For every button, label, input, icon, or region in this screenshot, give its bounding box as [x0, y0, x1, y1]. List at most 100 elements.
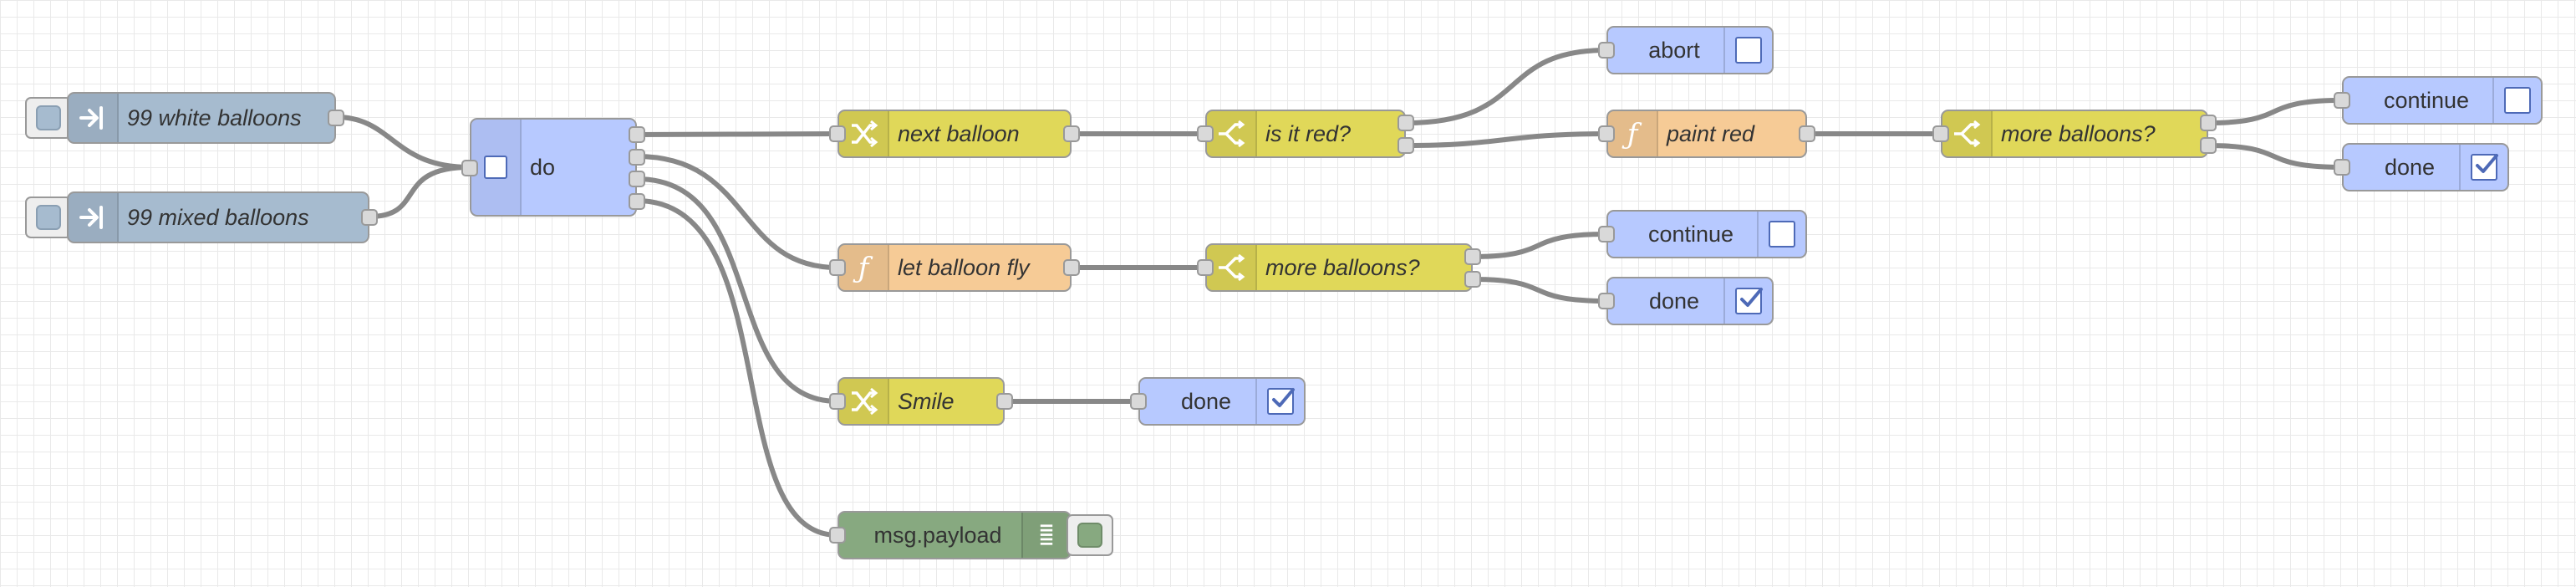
switch-icon	[1207, 111, 1257, 156]
output-port[interactable]	[1063, 259, 1080, 276]
node-label: done	[2384, 154, 2436, 180]
input-port[interactable]	[1598, 293, 1615, 309]
wire-is-it-red-to-abort[interactable]	[1403, 48, 1609, 125]
link-node-continue-top[interactable]: continue	[2334, 76, 2543, 125]
wire-more-balloons-top-to-continue[interactable]	[2206, 98, 2344, 125]
wire-inject-white-to-do[interactable]	[333, 115, 472, 170]
input-port[interactable]	[2334, 92, 2350, 109]
wire-do-to-smile[interactable]	[634, 176, 840, 404]
output-port-3[interactable]	[629, 171, 645, 187]
node-label: msg.payload	[873, 522, 1002, 548]
wire-is-it-red-to-paint-red[interactable]	[1403, 131, 1609, 148]
node-label: abort	[1648, 37, 1700, 63]
empty-checkbox-icon	[1723, 28, 1772, 73]
inject-trigger-button[interactable]	[25, 97, 72, 139]
inject-node-white-balloons[interactable]: 99 white balloons	[67, 92, 344, 144]
output-port-2[interactable]	[629, 149, 645, 166]
function-node-paint-red[interactable]: ƒ paint red	[1598, 110, 1815, 158]
empty-checkbox-icon	[2492, 78, 2541, 123]
switch-node-is-it-red[interactable]: is it red?	[1197, 110, 1414, 158]
input-port[interactable]	[829, 125, 846, 142]
link-node-continue-mid[interactable]: continue	[1598, 210, 1807, 258]
debug-node-msg-payload[interactable]: msg.payload	[829, 511, 1072, 559]
switch-icon	[1942, 111, 1993, 156]
output-port[interactable]	[361, 209, 378, 226]
link-node-done-top[interactable]: done	[2334, 143, 2509, 191]
wire-inject-mixed-to-do[interactable]	[367, 165, 472, 219]
node-label: done	[1180, 388, 1232, 414]
output-port-2[interactable]	[1397, 137, 1414, 154]
svg-text:ƒ: ƒ	[853, 252, 873, 284]
node-label: 99 white balloons	[127, 105, 302, 130]
arrow-in-icon	[69, 193, 119, 242]
link-node-abort[interactable]: abort	[1598, 26, 1774, 74]
node-label: let balloon fly	[898, 254, 1030, 280]
shuffle-icon	[839, 379, 889, 424]
inject-node-mixed-balloons[interactable]: 99 mixed balloons	[67, 191, 378, 243]
node-label: do	[530, 154, 556, 180]
output-port[interactable]	[328, 110, 344, 126]
wire-more-balloons-top-to-done[interactable]	[2206, 143, 2344, 170]
empty-checkbox-icon	[1757, 212, 1805, 257]
output-port[interactable]	[996, 393, 1013, 410]
wire-do-to-next-balloon[interactable]	[634, 131, 840, 137]
link-node-done-mid[interactable]: done	[1598, 277, 1774, 325]
output-port[interactable]	[1063, 125, 1080, 142]
switch-node-more-balloons-top[interactable]: more balloons?	[1932, 110, 2217, 158]
inject-trigger-button[interactable]	[25, 197, 72, 238]
node-label: done	[1648, 288, 1700, 314]
link-node-do[interactable]: do	[461, 118, 645, 217]
function-icon: ƒ	[1608, 111, 1658, 156]
debug-toggle-button[interactable]	[1067, 514, 1113, 556]
output-port-2[interactable]	[2200, 137, 2217, 154]
link-node-done-smile[interactable]: done	[1130, 377, 1306, 426]
node-label: is it red?	[1265, 120, 1352, 146]
output-port-4[interactable]	[629, 193, 645, 210]
node-label: continue	[2383, 87, 2470, 113]
debug-button-dot	[1077, 523, 1102, 548]
input-port[interactable]	[829, 393, 846, 410]
checked-checkbox-icon	[1723, 278, 1772, 324]
input-port[interactable]	[1197, 259, 1214, 276]
node-label: paint red	[1667, 120, 1755, 146]
output-port-2[interactable]	[1464, 271, 1481, 288]
function-icon: ƒ	[839, 245, 889, 290]
node-label: continue	[1647, 221, 1734, 247]
input-port[interactable]	[2334, 159, 2350, 176]
output-port[interactable]	[1799, 125, 1815, 142]
arrow-in-icon	[69, 94, 119, 142]
wire-more-balloons-mid-to-done[interactable]	[1470, 277, 1609, 304]
node-label: Smile	[898, 388, 955, 414]
switch-node-more-balloons-mid[interactable]: more balloons?	[1197, 243, 1481, 292]
wire-do-to-debug[interactable]	[634, 198, 840, 538]
output-port-1[interactable]	[1464, 248, 1481, 265]
shuffle-icon	[839, 111, 889, 156]
node-label: more balloons?	[2001, 120, 2156, 146]
link-checkbox-icon	[471, 120, 522, 215]
switch-icon	[1207, 245, 1257, 290]
input-port[interactable]	[829, 259, 846, 276]
output-port-1[interactable]	[629, 126, 645, 143]
input-port[interactable]	[1598, 226, 1615, 242]
wire-do-to-let-balloon-fly[interactable]	[634, 154, 840, 270]
function-node-let-balloon-fly[interactable]: ƒ let balloon fly	[829, 243, 1080, 292]
node-label: 99 mixed balloons	[127, 204, 309, 230]
checked-checkbox-icon	[2459, 145, 2507, 190]
switch-node-next-balloon[interactable]: next balloon	[829, 110, 1080, 158]
input-port[interactable]	[1197, 125, 1214, 142]
switch-node-smile[interactable]: Smile	[829, 377, 1013, 426]
output-port-1[interactable]	[1397, 115, 1414, 131]
input-port[interactable]	[1932, 125, 1949, 142]
output-port-1[interactable]	[2200, 115, 2217, 131]
list-icon	[1021, 513, 1070, 558]
node-label: more balloons?	[1265, 254, 1420, 280]
wire-more-balloons-mid-to-continue[interactable]	[1470, 232, 1609, 259]
input-port[interactable]	[1598, 42, 1615, 59]
input-port[interactable]	[461, 160, 478, 176]
input-port[interactable]	[1130, 393, 1147, 410]
input-port[interactable]	[1598, 125, 1615, 142]
node-label: next balloon	[898, 120, 1020, 146]
input-port[interactable]	[829, 527, 846, 544]
svg-text:ƒ: ƒ	[1621, 118, 1642, 151]
